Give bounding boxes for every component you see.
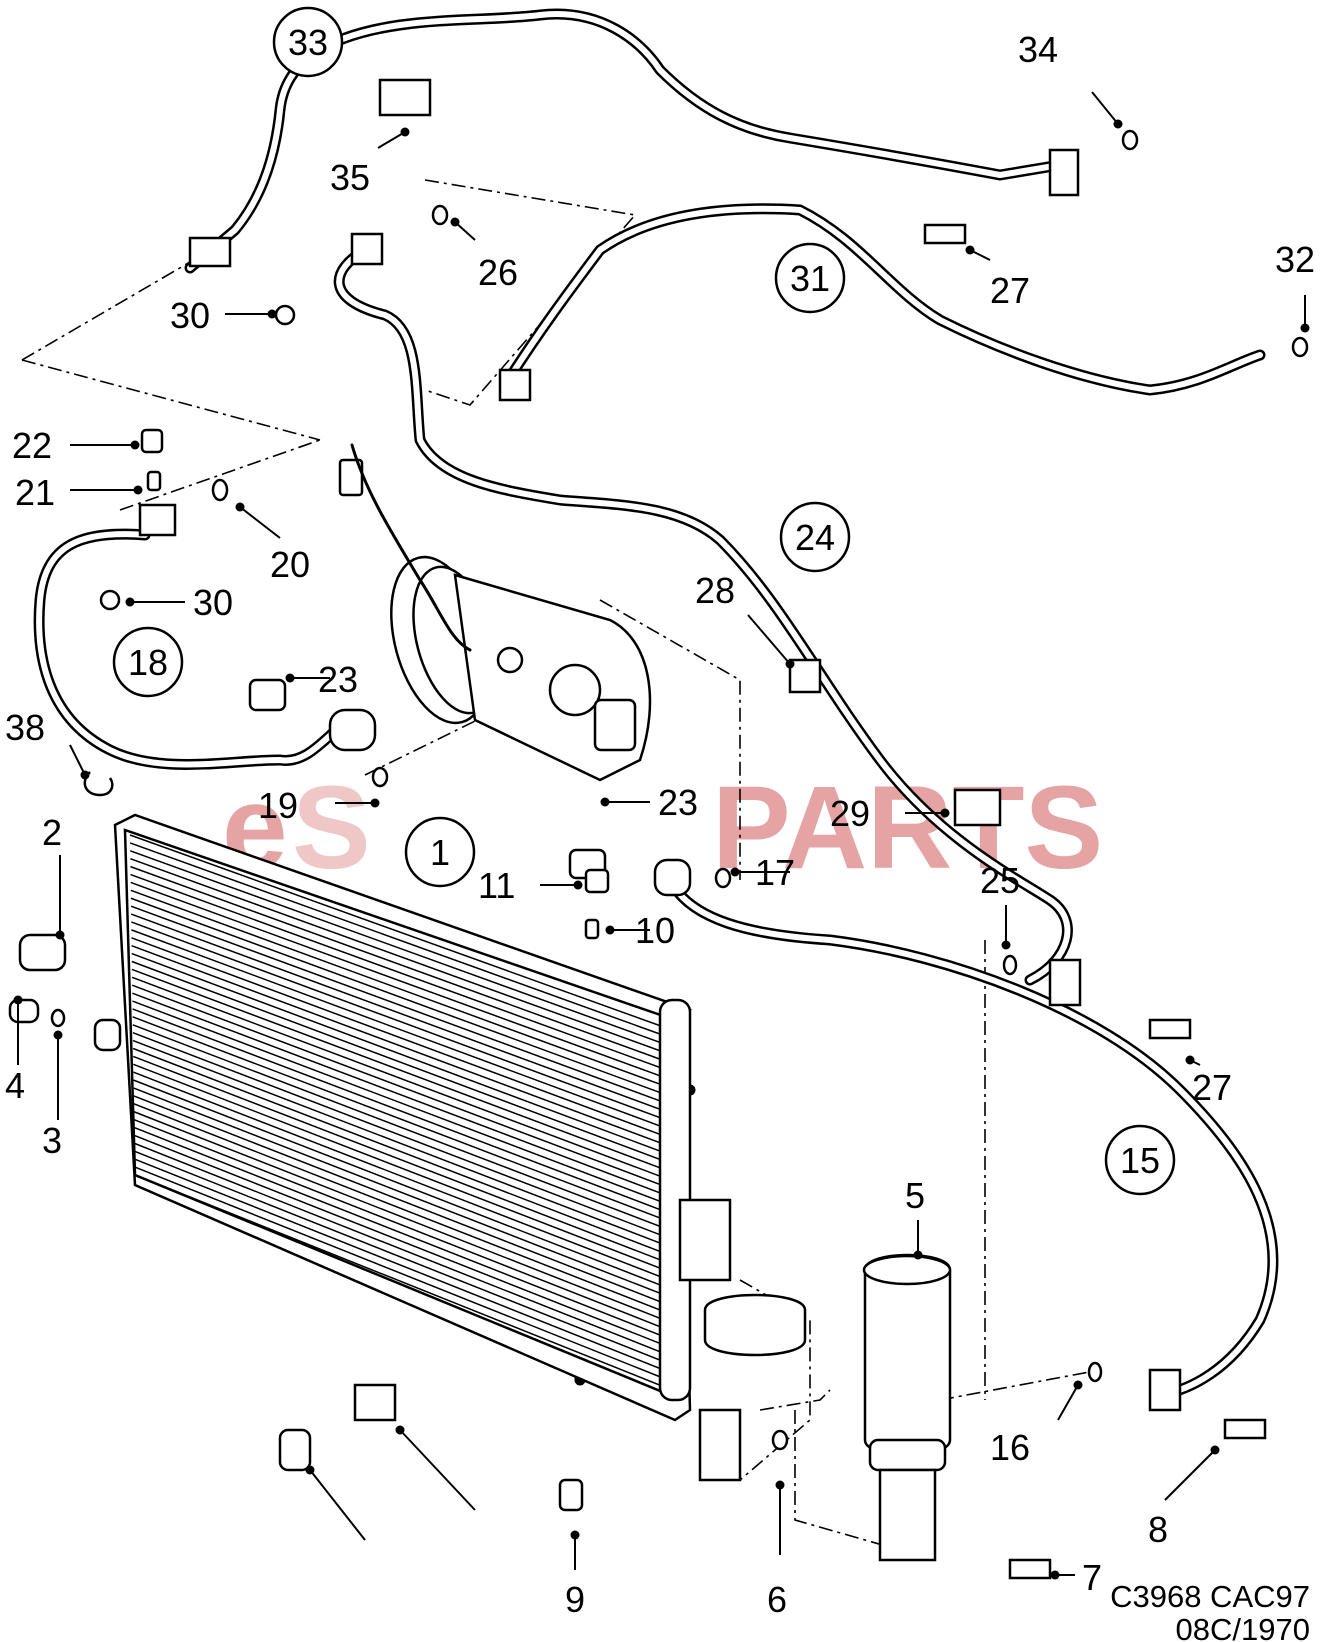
callout-8: 8 xyxy=(1148,1509,1168,1550)
condenser-unit xyxy=(113,813,732,1422)
callout-2: 2 xyxy=(42,812,62,853)
callout-3: 3 xyxy=(42,1120,62,1161)
callout-5: 5 xyxy=(905,1175,925,1216)
callout-34: 34 xyxy=(1018,29,1058,70)
callout-10: 10 xyxy=(635,910,675,951)
reference-line-1: C3968 CAC97 xyxy=(1110,1579,1310,1614)
callout-29: 29 xyxy=(830,793,870,834)
circled-label-31: 31 xyxy=(790,258,830,299)
callout-9: 9 xyxy=(565,1579,585,1620)
callout-20: 20 xyxy=(270,544,310,585)
callout-11: 11 xyxy=(478,865,515,906)
refrigerant-hoses xyxy=(33,8,1279,1401)
callout-38: 38 xyxy=(5,707,45,748)
callout-22: 22 xyxy=(12,425,52,466)
leader-lines xyxy=(13,91,1310,1580)
part-callouts: 34 35 26 27 32 30 22 21 20 30 28 23 38 1… xyxy=(5,29,1315,1620)
watermark-middle: S xyxy=(292,762,371,894)
callout-23-left: 23 xyxy=(318,659,358,700)
circled-assembly-numbers: 33 31 24 18 1 15 xyxy=(112,6,1176,1196)
callout-26: 26 xyxy=(478,252,518,293)
callout-19: 19 xyxy=(258,785,298,826)
callout-6: 6 xyxy=(767,1579,787,1620)
circled-label-15: 15 xyxy=(1120,1140,1160,1181)
callout-17: 17 xyxy=(755,852,795,893)
ac-compressor xyxy=(390,555,652,782)
small-parts xyxy=(8,78,1309,1580)
callout-16: 16 xyxy=(990,1427,1030,1468)
callout-27-top: 27 xyxy=(990,270,1030,311)
callout-32: 32 xyxy=(1275,239,1315,280)
callout-27-right: 27 xyxy=(1192,1067,1232,1108)
callout-4: 4 xyxy=(5,1065,25,1106)
callout-25: 25 xyxy=(980,860,1020,901)
callout-28: 28 xyxy=(695,570,735,611)
reference-line-2: 08C/1970 xyxy=(1176,1612,1310,1642)
circled-label-24: 24 xyxy=(795,517,835,558)
callout-21: 21 xyxy=(15,472,55,513)
circled-label-1: 1 xyxy=(430,832,450,873)
callout-30-top: 30 xyxy=(170,295,210,336)
receiver-drier xyxy=(862,1253,952,1562)
callout-23-right: 23 xyxy=(658,782,698,823)
esaab-parts-watermark: e S PARTS xyxy=(222,762,1103,894)
circled-label-33: 33 xyxy=(288,22,328,63)
callout-30-left: 30 xyxy=(193,582,233,623)
callout-7: 7 xyxy=(1082,1557,1102,1598)
callout-35: 35 xyxy=(330,157,370,198)
circled-label-18: 18 xyxy=(128,642,168,683)
diagram-reference-code: C3968 CAC97 08C/1970 xyxy=(1110,1579,1310,1642)
